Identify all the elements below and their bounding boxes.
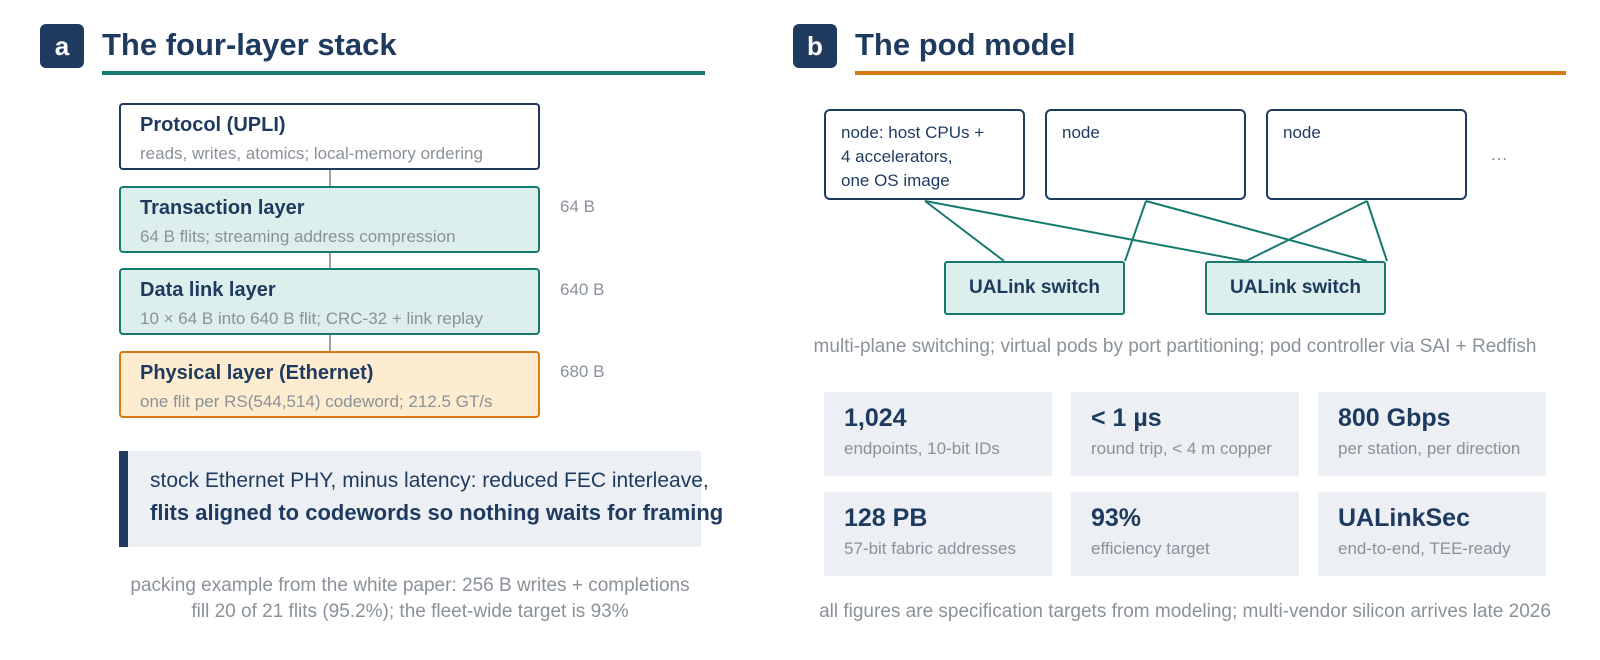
wire xyxy=(1245,200,1368,262)
layer-physical: Physical layer (Ethernet) one flit per R… xyxy=(119,351,540,418)
layer-name: Transaction layer xyxy=(140,197,305,219)
switching-caption: multi-plane switching; virtual pods by p… xyxy=(813,336,1537,357)
layer-name: Data link layer xyxy=(140,279,276,301)
layer-connector xyxy=(329,335,331,351)
wire xyxy=(1145,200,1368,262)
stat-card: 128 PB 57-bit fabric addresses xyxy=(824,492,1052,576)
panel-b-title: The pod model xyxy=(855,27,1076,62)
stat-label: efficiency target xyxy=(1091,539,1210,558)
layer-transaction: Transaction layer 64 B flits; streaming … xyxy=(119,186,540,253)
stat-card: 93% efficiency target xyxy=(1071,492,1299,576)
packing-caption: packing example from the white paper: 25… xyxy=(105,573,715,625)
layer-desc: one flit per RS(544,514) codeword; 212.5… xyxy=(140,392,493,411)
packing-caption-line-1: packing example from the white paper: 25… xyxy=(130,575,690,596)
specification-footnote: all figures are specification targets fr… xyxy=(819,601,1551,622)
layer-name: Physical layer (Ethernet) xyxy=(140,362,374,384)
stat-label: per station, per direction xyxy=(1338,439,1521,458)
panel-b-title-rule xyxy=(855,71,1566,75)
layer-size-label: 680 B xyxy=(560,362,605,381)
packing-caption-line-2: fill 20 of 21 flits (95.2%); the fleet-w… xyxy=(191,601,629,622)
layer-name: Protocol (UPLI) xyxy=(140,114,286,136)
node-text-line: 4 accelerators, xyxy=(841,147,953,166)
layer-desc: reads, writes, atomics; local-memory ord… xyxy=(140,144,483,163)
stat-value: 128 PB xyxy=(844,504,928,532)
node-text-line: node xyxy=(1062,123,1100,142)
layer-connector xyxy=(329,170,331,186)
stat-value: 1,024 xyxy=(844,404,907,432)
stat-label: end-to-end, TEE-ready xyxy=(1338,539,1511,558)
panel-a-title: The four-layer stack xyxy=(102,27,397,62)
node-text-line: node: host CPUs + xyxy=(841,123,985,142)
stat-value: 93% xyxy=(1091,504,1142,532)
wire xyxy=(924,200,1247,262)
stat-label: endpoints, 10-bit IDs xyxy=(844,439,1000,458)
panel-b-badge: b xyxy=(793,24,837,68)
node-box: node xyxy=(1045,109,1246,200)
callout-line-2: flits aligned to codewords so nothing wa… xyxy=(150,500,724,525)
stat-label: 57-bit fabric addresses xyxy=(844,539,1016,558)
wire xyxy=(924,200,1005,262)
layer-protocol: Protocol (UPLI) reads, writes, atomics; … xyxy=(119,103,540,170)
stat-value: UALinkSec xyxy=(1338,504,1470,532)
ualink-switch-1: UALink switch xyxy=(944,261,1125,315)
stat-value: < 1 µs xyxy=(1091,404,1162,432)
layer-desc: 64 B flits; streaming address compressio… xyxy=(140,227,456,246)
stat-value: 800 Gbps xyxy=(1338,404,1451,432)
panel-a-badge: a xyxy=(40,24,84,68)
layer-size-label: 64 B xyxy=(560,197,595,216)
stat-card: UALinkSec end-to-end, TEE-ready xyxy=(1318,492,1546,576)
layer-connector xyxy=(329,253,331,268)
layer-size-label: 640 B xyxy=(560,280,605,299)
panel-a-title-rule xyxy=(102,71,705,75)
stat-label: round trip, < 4 m copper xyxy=(1091,439,1272,458)
stat-card: 1,024 endpoints, 10-bit IDs xyxy=(824,392,1052,476)
node-text-line: one OS image xyxy=(841,171,950,190)
stat-card: 800 Gbps per station, per direction xyxy=(1318,392,1546,476)
wire xyxy=(1366,200,1388,262)
callout-line-1: stock Ethernet PHY, minus latency: reduc… xyxy=(150,469,709,492)
stat-card: < 1 µs round trip, < 4 m copper xyxy=(1071,392,1299,476)
ualink-switch-2: UALink switch xyxy=(1205,261,1386,315)
more-nodes-ellipsis: … xyxy=(1490,144,1508,164)
node-text-line: node xyxy=(1283,123,1321,142)
wire xyxy=(1124,200,1147,262)
node-box: node xyxy=(1266,109,1467,200)
phy-callout: stock Ethernet PHY, minus latency: reduc… xyxy=(119,451,724,547)
layer-data-link: Data link layer 10 × 64 B into 640 B fli… xyxy=(119,268,540,335)
layer-desc: 10 × 64 B into 640 B flit; CRC-32 + link… xyxy=(140,309,484,328)
node-box-host: node: host CPUs + 4 accelerators, one OS… xyxy=(824,109,1025,200)
